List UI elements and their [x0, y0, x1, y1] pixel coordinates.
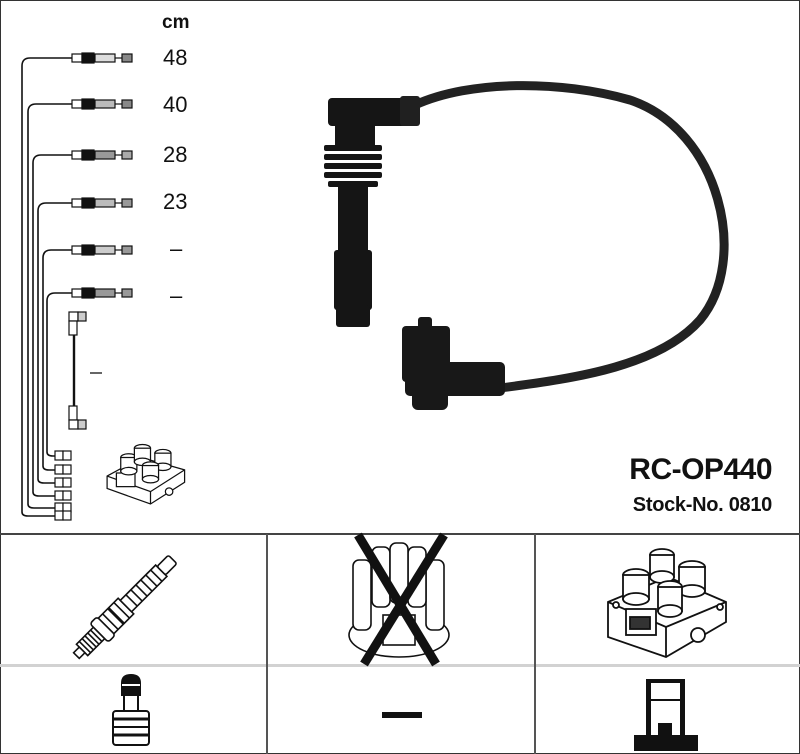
lead-length-3: 28	[163, 142, 188, 167]
grid-top-divider	[0, 533, 800, 535]
lead-length-5: –	[170, 236, 183, 261]
grid-col-divider-2	[534, 534, 536, 754]
lead-length-6: –	[170, 283, 183, 308]
coil-small-icon	[106, 443, 186, 505]
coil-end-terminals	[54, 450, 72, 521]
cell-distributor-terminal	[268, 667, 534, 754]
spark-plug-icon	[72, 555, 177, 660]
grid-middle-divider	[0, 664, 800, 667]
stock-number: Stock-No. 0810	[632, 494, 773, 516]
cell-ignition-coil	[536, 535, 800, 664]
cell-spark-plug-terminal	[0, 667, 266, 754]
cable-legend-diagram	[21, 52, 186, 521]
lead-length-1: 48	[163, 45, 188, 70]
unit-label: cm	[162, 12, 190, 33]
ignition-coil-icon	[607, 548, 727, 658]
coil-lead	[68, 311, 87, 430]
lead-length-4: 23	[163, 189, 188, 214]
cell-spark-plug	[0, 535, 266, 664]
ignition-cable-photo	[324, 81, 729, 410]
model-number: RC-OP440	[629, 453, 772, 486]
distributor-terminal-value	[382, 712, 422, 718]
lead-connectors	[71, 52, 133, 299]
lead-length-2: 40	[163, 92, 188, 117]
distributor-cap-icon	[348, 532, 450, 667]
coil-terminal-icon	[634, 679, 698, 751]
grid-col-divider-1	[266, 534, 268, 754]
cell-distributor-cap	[268, 532, 534, 667]
spark-plug-terminal-icon	[112, 673, 150, 746]
not-applicable-cross-icon	[354, 532, 448, 667]
top-panel: cm 48 40 28 23 – – RC-OP440	[21, 12, 773, 521]
cell-coil-terminal	[536, 667, 800, 754]
